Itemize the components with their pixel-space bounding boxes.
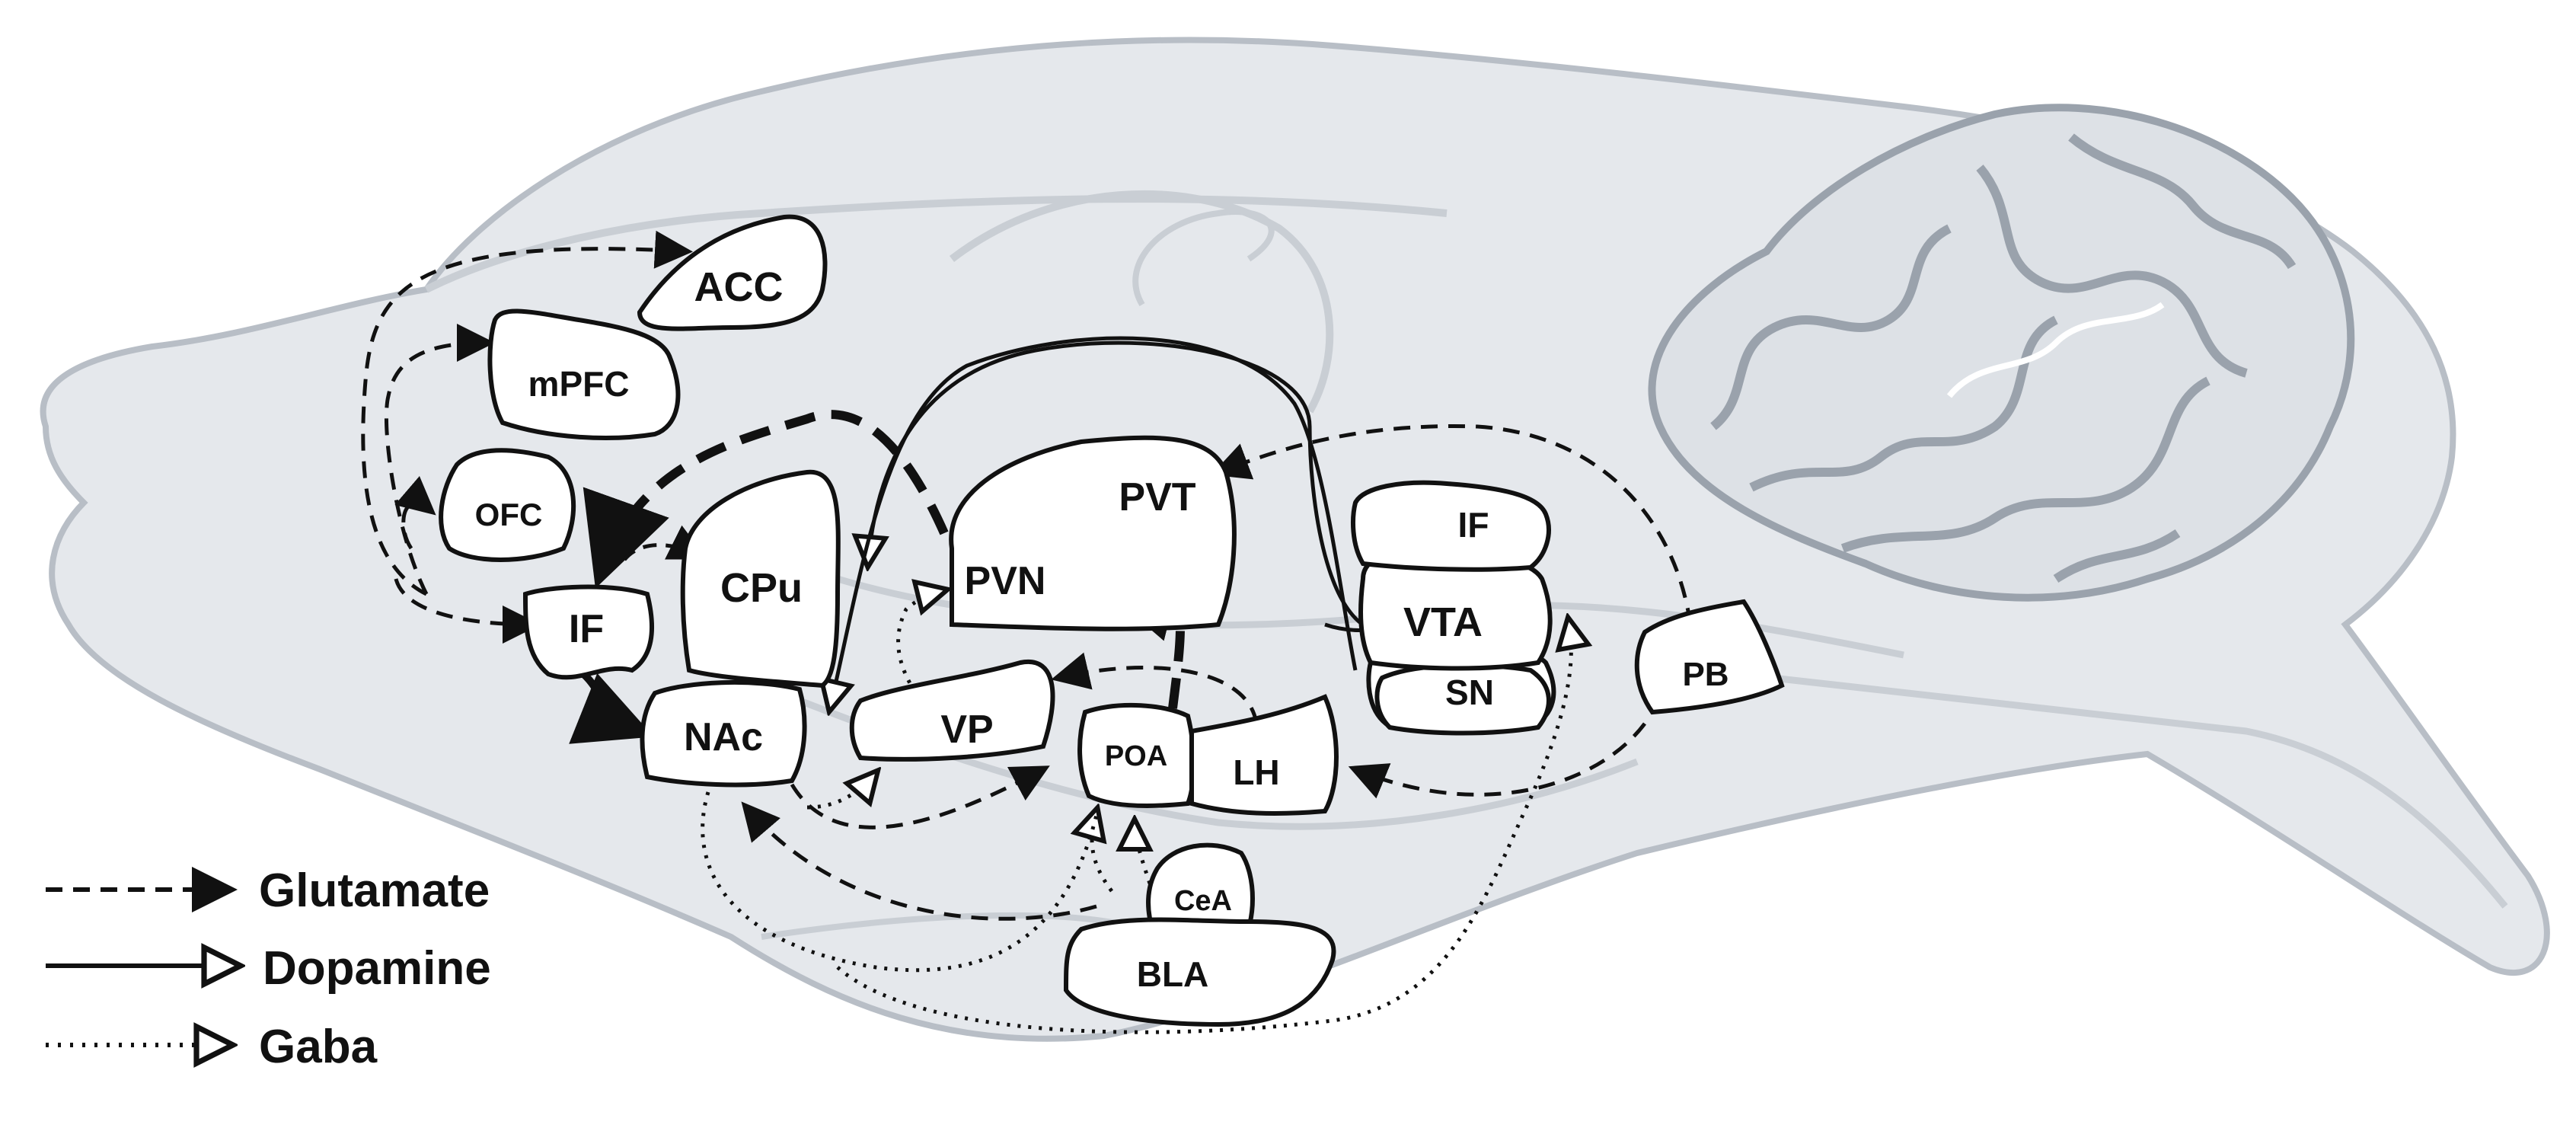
region-label-pvn: PVN: [965, 559, 1046, 603]
glutamate-path-to-ofc: [394, 476, 436, 550]
glutamate-path-to-acc: [361, 230, 693, 596]
region-pvt: PVT: [949, 435, 1237, 631]
dopamine-path-to-nac: [830, 336, 1358, 708]
region-bla: BLA: [1063, 917, 1336, 1027]
region-label-if-right: IF: [1458, 505, 1489, 545]
glutamate-path-to-if: [394, 578, 541, 644]
region-label-vta: VTA: [1403, 599, 1483, 645]
region-pb: PB: [1634, 599, 1785, 715]
region-cpu: CPu: [680, 469, 841, 689]
gaba-path-cea-to-poa: [1092, 811, 1114, 893]
region-vta-body: VTA: [1358, 548, 1553, 671]
region-ofc: OFC: [439, 448, 576, 562]
glutamate-path-lh-to-vp: [1051, 652, 1259, 724]
legend-label-gaba: Gaba: [259, 1021, 378, 1073]
region-label-poa: POA: [1105, 740, 1167, 772]
legend-label-glutamate: Glutamate: [259, 864, 490, 917]
region-label-acc: ACC: [694, 264, 784, 310]
legend: Glutamate Dopamine Gaba: [46, 864, 491, 1073]
region-label-bla: BLA: [1137, 954, 1209, 994]
region-label-mpfc: mPFC: [528, 364, 630, 404]
glutamate-path-pb-to-lh: [1348, 722, 1646, 799]
region-label-pvt: PVT: [1119, 475, 1195, 519]
region-sn: SN: [1374, 663, 1551, 736]
gaba-path-bottom-to-vta: [836, 621, 1571, 1034]
region-mpfc: mPFC: [487, 308, 681, 440]
region-label-pb: PB: [1682, 656, 1729, 693]
legend-item-dopamine: Dopamine: [46, 942, 491, 995]
region-poa: POA: [1077, 702, 1196, 808]
cerebellum: [1648, 104, 2355, 602]
region-lh: LH: [1189, 694, 1339, 816]
region-label-sn: SN: [1445, 673, 1494, 712]
legend-item-gaba: Gaba: [46, 1021, 378, 1073]
gaba-path-cea-to-poa-2: [1135, 823, 1150, 884]
region-if-left: IF: [522, 584, 654, 680]
region-nac: NAc: [640, 679, 807, 788]
region-vp: VP: [849, 659, 1055, 762]
region-label-ofc: OFC: [475, 497, 543, 532]
legend-item-glutamate: Glutamate: [46, 864, 490, 917]
region-label-vp: VP: [940, 708, 993, 752]
legend-label-dopamine: Dopamine: [263, 942, 491, 995]
gaba-path-nac-loop: [701, 791, 1099, 973]
region-label-cpu: CPu: [720, 565, 803, 611]
regions: ACC mPFC OFC IF CPu NAc PVT PVN VP: [439, 214, 1785, 1027]
glutamate-path-pb-to-pvt: [1211, 424, 1693, 625]
region-acc: ACC: [637, 214, 828, 331]
region-label-cea: CeA: [1174, 885, 1232, 917]
region-label-nac: NAc: [684, 715, 763, 759]
region-label-if-left: IF: [569, 607, 604, 651]
glutamate-path-pvn-to-if: [583, 410, 949, 589]
region-label-lh: LH: [1233, 753, 1279, 792]
glutamate-path-nac-to-poa: [790, 765, 1050, 829]
region-if-right: IF: [1351, 480, 1551, 572]
